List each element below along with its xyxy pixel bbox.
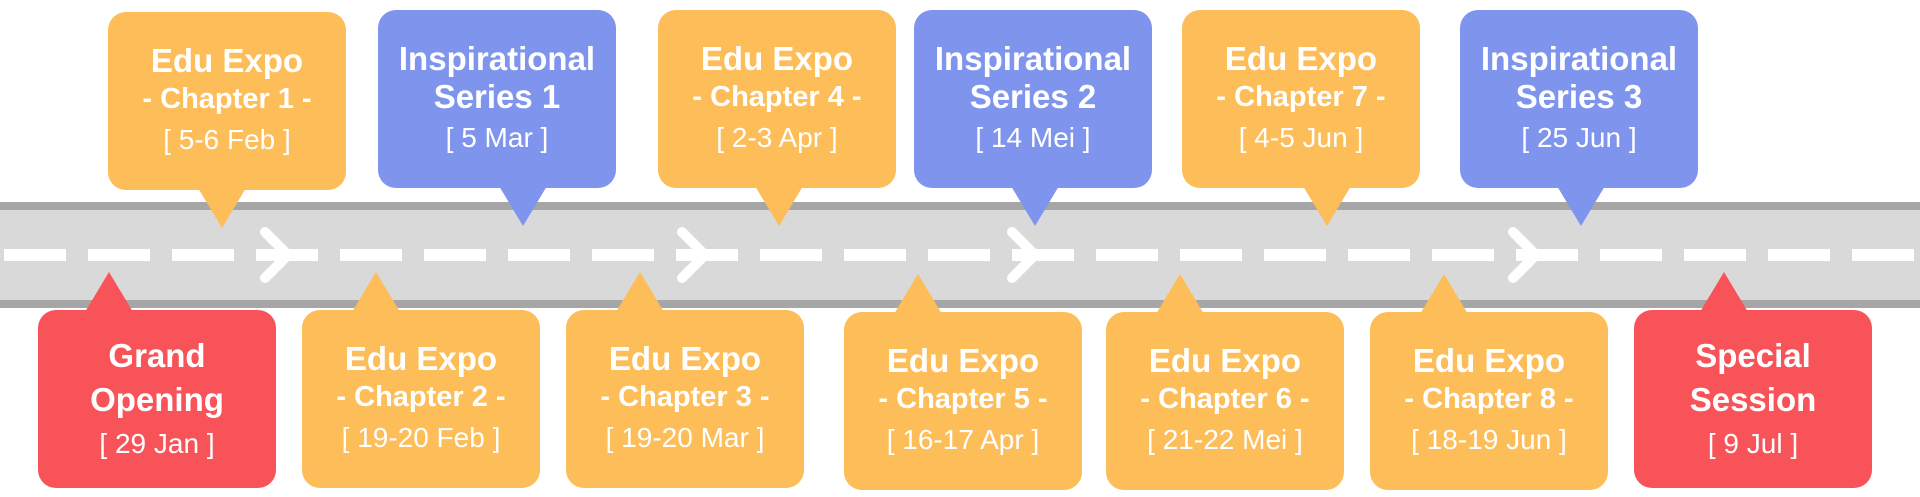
road-top-edge bbox=[0, 202, 1920, 210]
direction-arrow-icon bbox=[1508, 227, 1541, 283]
callout-pointer bbox=[351, 272, 400, 312]
callout-pointer bbox=[499, 186, 548, 226]
event-title: Edu Expo bbox=[1148, 342, 1302, 379]
event-subtitle: Session bbox=[1689, 381, 1817, 418]
callout-pointer bbox=[1303, 186, 1352, 226]
event-edu-expo-chapter-1: Edu Expo - Chapter 1 - [ 5-6 Feb ] bbox=[108, 12, 346, 228]
event-title: Edu Expo bbox=[1224, 40, 1378, 77]
event-title: Edu Expo bbox=[886, 342, 1040, 379]
callout-pointer bbox=[1700, 272, 1749, 312]
event-subtitle: - Chapter 1 - bbox=[142, 83, 312, 115]
event-subtitle: Opening bbox=[90, 381, 224, 418]
event-subtitle: - Chapter 5 - bbox=[878, 383, 1048, 415]
event-inspirational-series-1: Inspirational Series 1 [ 5 Mar ] bbox=[378, 10, 616, 226]
event-date: [ 14 Mei ] bbox=[975, 122, 1091, 153]
event-edu-expo-chapter-5: Edu Expo - Chapter 5 - [ 16-17 Apr ] bbox=[844, 274, 1082, 490]
event-date: [ 4-5 Jun ] bbox=[1238, 122, 1364, 153]
callout-pointer bbox=[85, 272, 134, 312]
event-subtitle: Series 1 bbox=[433, 78, 561, 115]
event-date: [ 25 Jun ] bbox=[1521, 122, 1637, 153]
callout-pointer bbox=[1155, 274, 1204, 314]
callout-pointer bbox=[1419, 274, 1468, 314]
event-date: [ 29 Jan ] bbox=[99, 428, 215, 459]
event-grand-opening: Grand Opening [ 29 Jan ] bbox=[38, 272, 276, 488]
direction-arrow-icon bbox=[677, 227, 710, 283]
event-title: Special bbox=[1695, 337, 1811, 374]
event-subtitle: Series 2 bbox=[969, 78, 1097, 115]
event-edu-expo-chapter-8: Edu Expo - Chapter 8 - [ 18-19 Jun ] bbox=[1370, 274, 1608, 490]
callout-pointer bbox=[198, 188, 247, 228]
event-title: Edu Expo bbox=[344, 340, 498, 377]
event-date: [ 16-17 Apr ] bbox=[886, 424, 1040, 455]
event-date: [ 5-6 Feb ] bbox=[163, 124, 291, 155]
event-title: Grand bbox=[108, 337, 206, 374]
event-subtitle: Series 3 bbox=[1515, 78, 1643, 115]
event-title: Inspirational bbox=[1480, 40, 1678, 77]
event-title: Inspirational bbox=[934, 40, 1132, 77]
event-special-session: Special Session [ 9 Jul ] bbox=[1634, 272, 1872, 488]
event-subtitle: - Chapter 3 - bbox=[600, 381, 770, 413]
event-date: [ 9 Jul ] bbox=[1707, 428, 1799, 459]
event-title: Inspirational bbox=[398, 40, 596, 77]
event-date: [ 18-19 Jun ] bbox=[1411, 424, 1567, 455]
event-title: Edu Expo bbox=[700, 40, 854, 77]
event-edu-expo-chapter-4: Edu Expo - Chapter 4 - [ 2-3 Apr ] bbox=[658, 10, 896, 226]
callout-pointer bbox=[1011, 186, 1060, 226]
event-title: Edu Expo bbox=[1412, 342, 1566, 379]
callout-pointer bbox=[893, 274, 942, 314]
event-date: [ 21-22 Mei ] bbox=[1147, 424, 1303, 455]
road-bottom-edge bbox=[0, 300, 1920, 308]
event-title: Edu Expo bbox=[608, 340, 762, 377]
direction-arrow-icon bbox=[1007, 227, 1040, 283]
event-inspirational-series-3: Inspirational Series 3 [ 25 Jun ] bbox=[1460, 10, 1698, 226]
event-edu-expo-chapter-2: Edu Expo - Chapter 2 - [ 19-20 Feb ] bbox=[302, 272, 540, 488]
event-date: [ 2-3 Apr ] bbox=[716, 122, 838, 153]
event-edu-expo-chapter-6: Edu Expo - Chapter 6 - [ 21-22 Mei ] bbox=[1106, 274, 1344, 490]
direction-arrow-icon bbox=[260, 227, 293, 283]
event-inspirational-series-2: Inspirational Series 2 [ 14 Mei ] bbox=[914, 10, 1152, 226]
callout-pointer bbox=[755, 186, 804, 226]
event-title: Edu Expo bbox=[150, 42, 304, 79]
event-edu-expo-chapter-3: Edu Expo - Chapter 3 - [ 19-20 Mar ] bbox=[566, 272, 804, 488]
event-subtitle: - Chapter 4 - bbox=[692, 81, 862, 113]
event-subtitle: - Chapter 7 - bbox=[1216, 81, 1386, 113]
callout-pointer bbox=[615, 272, 664, 312]
event-subtitle: - Chapter 2 - bbox=[336, 381, 506, 413]
event-subtitle: - Chapter 8 - bbox=[1404, 383, 1574, 415]
event-date: [ 5 Mar ] bbox=[445, 122, 549, 153]
callout-pointer bbox=[1557, 186, 1606, 226]
event-date: [ 19-20 Feb ] bbox=[341, 422, 501, 453]
event-subtitle: - Chapter 6 - bbox=[1140, 383, 1310, 415]
event-edu-expo-chapter-7: Edu Expo - Chapter 7 - [ 4-5 Jun ] bbox=[1182, 10, 1420, 226]
event-date: [ 19-20 Mar ] bbox=[605, 422, 765, 453]
